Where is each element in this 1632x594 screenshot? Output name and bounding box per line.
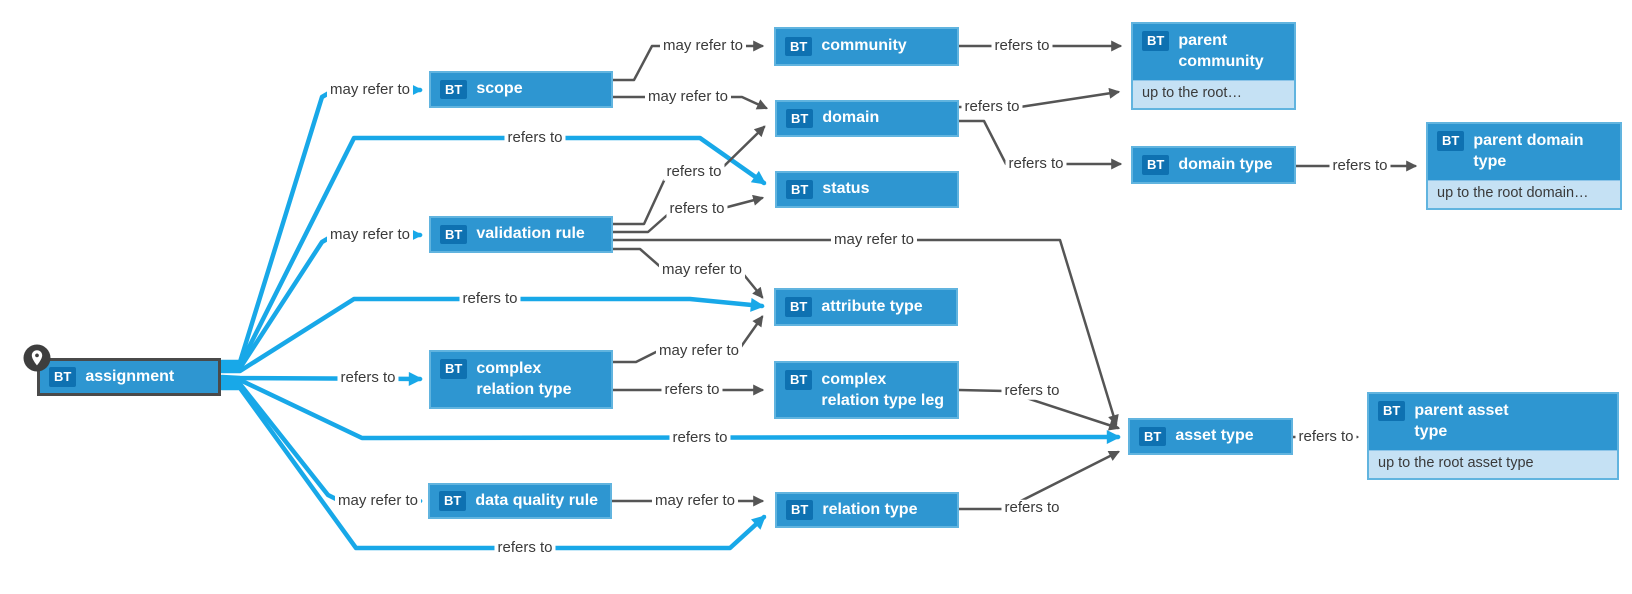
edge-assignment-asset-type [219, 377, 1121, 445]
edge-label: refers to [991, 37, 1053, 55]
bt-badge: BT [439, 491, 467, 511]
edge-label: refers to [459, 290, 521, 308]
bt-badge: BT [786, 500, 814, 520]
node-domain-type[interactable]: BT domain type [1131, 146, 1296, 184]
node-label: attribute type [821, 297, 923, 315]
node-attribute-type[interactable]: BT attribute type [774, 288, 958, 326]
node-note: up to the root asset type [1369, 450, 1617, 478]
node-label: parent domain type [1473, 132, 1584, 170]
edge-assignment-validation-rule [219, 228, 423, 371]
node-complex-relation-type[interactable]: BT complex relation type [429, 350, 613, 409]
edge-label: refers to [504, 129, 566, 147]
node-community[interactable]: BT community [774, 27, 959, 66]
node-header: BT parent asset type [1369, 394, 1617, 450]
bt-badge: BT [49, 367, 77, 387]
node-label: assignment [85, 367, 175, 385]
edge-label: refers to [1329, 157, 1391, 175]
edge-label: may refer to [655, 342, 743, 360]
node-header: BT parent community [1133, 24, 1294, 80]
edge-label: may refer to [326, 226, 414, 244]
edge-label: may refer to [334, 492, 422, 510]
bt-badge: BT [786, 108, 814, 129]
node-label: scope [476, 80, 523, 98]
node-parent-community[interactable]: BT parent community up to the root… [1131, 22, 1296, 110]
edge-label: refers to [666, 200, 728, 218]
edge-assignment-status [219, 135, 767, 368]
bt-badge: BT [1378, 401, 1406, 421]
node-label: parent community [1178, 32, 1264, 70]
bt-badge: BT [440, 79, 468, 100]
edge-label: may refer to [651, 492, 739, 510]
edge-label: refers to [337, 369, 399, 387]
edge-label: may refer to [658, 261, 746, 279]
edge-label: refers to [1001, 382, 1063, 400]
edge-label: refers to [1005, 155, 1067, 173]
bt-badge: BT [785, 36, 813, 57]
node-header: BT parent domain type [1428, 124, 1620, 180]
bt-badge: BT [1139, 426, 1167, 447]
node-assignment[interactable]: BT assignment [37, 358, 221, 396]
node-label: community [821, 37, 907, 55]
edge-label: refers to [1295, 428, 1357, 446]
node-asset-type[interactable]: BT asset type [1128, 418, 1293, 455]
node-complex-relation-type-leg[interactable]: BT complex relation type leg [774, 361, 959, 419]
node-parent-domain-type[interactable]: BT parent domain type up to the root dom… [1426, 122, 1622, 210]
node-label: status [822, 180, 870, 198]
bt-badge: BT [785, 370, 813, 390]
node-label: validation rule [476, 225, 585, 243]
node-label: relation type [822, 500, 918, 518]
bt-badge: BT [1142, 31, 1170, 51]
node-data-quality-rule[interactable]: BT data quality rule [428, 483, 612, 519]
edge-label: refers to [669, 429, 731, 447]
node-label: domain type [1178, 155, 1273, 173]
edge-label: may refer to [830, 231, 918, 249]
node-domain[interactable]: BT domain [775, 100, 959, 137]
edge-label: refers to [494, 539, 556, 557]
node-parent-asset-type[interactable]: BT parent asset type up to the root asse… [1367, 392, 1619, 480]
node-label: complex relation type [476, 360, 572, 398]
edge-label: refers to [663, 163, 725, 181]
edge-label: may refer to [659, 37, 747, 55]
edge-label: refers to [661, 381, 723, 399]
node-status[interactable]: BT status [775, 171, 959, 208]
edge-label: refers to [961, 98, 1023, 116]
node-scope[interactable]: BT scope [429, 71, 613, 108]
edge-assignment-attribute-type [219, 296, 765, 374]
node-validation-rule[interactable]: BT validation rule [429, 216, 613, 253]
node-relation-type[interactable]: BT relation type [775, 492, 959, 528]
bt-badge: BT [440, 359, 468, 379]
edge-assignment-relation-type [219, 385, 767, 551]
edge-label: may refer to [644, 88, 732, 106]
location-pin-icon [23, 344, 51, 372]
bt-badge: BT [1437, 131, 1465, 151]
node-label: complex relation type leg [821, 371, 945, 409]
node-label: domain [822, 109, 880, 127]
edge-label: refers to [1001, 499, 1063, 517]
bt-badge: BT [1142, 155, 1170, 175]
node-note: up to the root… [1133, 80, 1294, 108]
edge-validation-rule-asset-type [611, 238, 1119, 427]
edge-label: may refer to [326, 81, 414, 99]
node-label: data quality rule [475, 491, 599, 509]
node-note: up to the root domain… [1428, 180, 1620, 208]
node-label: parent asset type [1414, 402, 1509, 440]
bt-badge: BT [440, 224, 468, 245]
node-label: asset type [1175, 427, 1254, 445]
bt-badge: BT [785, 297, 813, 317]
bt-badge: BT [786, 179, 814, 200]
